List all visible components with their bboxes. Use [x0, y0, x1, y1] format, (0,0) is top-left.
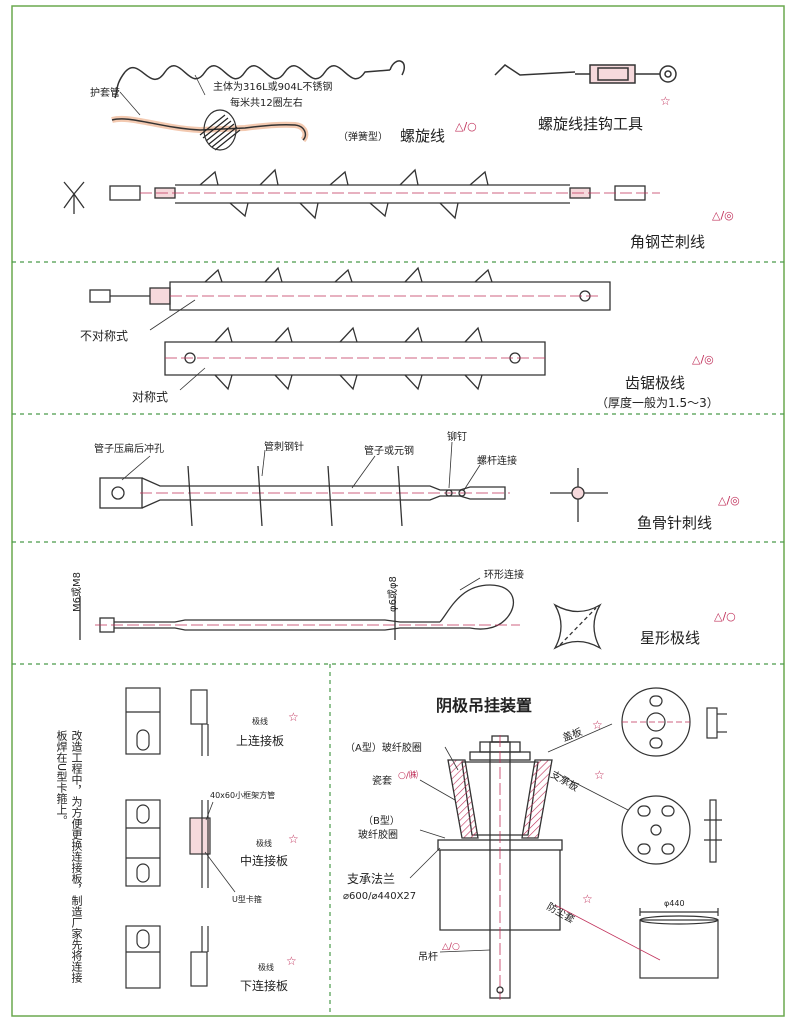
- upper-plate-title: 上连接板: [236, 734, 285, 748]
- upper-plate-tag: 极线: [252, 717, 268, 726]
- pitch-label: 每米共12圈左右: [230, 98, 303, 109]
- porcelain-symbol: ○/㈱: [398, 771, 418, 781]
- star-title: 星形极线: [640, 629, 701, 647]
- rivet-label: 铆钉: [447, 432, 467, 443]
- dust-cover-diameter: φ440: [664, 899, 685, 908]
- sleeve-label: 护套管: [90, 88, 120, 99]
- upper-plate-drawing: [125, 687, 209, 756]
- sawtooth-symbol: △/◎: [692, 353, 714, 366]
- b-ring-label: 玻纤胶圈: [358, 830, 398, 841]
- spiral-wire-drawing: [111, 60, 405, 151]
- middle-plate-title: 中连接板: [240, 854, 289, 868]
- sawtooth-title: 齿锯极线: [625, 374, 686, 392]
- dust-cover-star: ☆: [582, 892, 593, 906]
- spiral-coil: [199, 109, 241, 151]
- middle-plate-drawing: [125, 799, 211, 888]
- b-type-label: （B型）: [363, 816, 400, 827]
- angle-steel-title: 角钢芒刺线: [630, 233, 706, 251]
- symmetric-label: 对称式: [132, 390, 169, 404]
- star-symbol: △/○: [714, 610, 736, 623]
- lower-plate-title: 下连接板: [240, 979, 289, 993]
- a-type-label: （A型）玻纤胶圈: [345, 743, 422, 754]
- sawtooth-note: （厚度一般为1.5～3）: [596, 396, 719, 410]
- frame-label: 40x60小框架方管: [210, 791, 276, 800]
- thread-label: M6或M8: [72, 572, 83, 612]
- rod-symbol: △/○: [442, 942, 460, 952]
- fishbone-cross-section: [550, 468, 608, 522]
- angle-steel-barbed-wire-drawing: [63, 168, 660, 220]
- star-wire-drawing: [79, 584, 602, 650]
- section-dividers: [12, 261, 784, 1016]
- punch-label: 管子压扁后冲孔: [94, 444, 164, 455]
- lower-plate-tag: 极线: [258, 963, 274, 972]
- flange-dims: ⌀600/⌀440X27: [343, 891, 417, 902]
- spiral-symbol: △/○: [455, 120, 477, 133]
- leader-lines: [119, 74, 661, 961]
- diameter-label: φ6或φ8: [388, 576, 399, 612]
- fishbone-title: 鱼骨针刺线: [637, 514, 713, 532]
- angle-steel-symbol: △/◎: [712, 209, 734, 222]
- spiral-type-label: （弹簧型）: [338, 132, 388, 143]
- fishbone-symbol: △/◎: [718, 494, 740, 507]
- spiral-tool-drawing: [494, 64, 677, 84]
- spiral-tool-title: 螺旋线挂钩工具: [538, 115, 644, 133]
- upper-plate-star: ☆: [288, 710, 299, 724]
- needle-label: 管刺钢针: [264, 442, 304, 453]
- clamp-label: U型卡箍: [232, 895, 262, 904]
- plates-note: 改造工程中，为方便更换连接板，制造厂家先将连接板焊在U型卡箍上。: [55, 730, 83, 983]
- middle-plate-star: ☆: [288, 832, 299, 846]
- porcelain-label: 瓷套: [372, 776, 392, 787]
- screw-label: 螺杆连接: [477, 456, 517, 467]
- cover-plate-drawing: [621, 687, 727, 757]
- spiral-tool-star: ☆: [660, 94, 671, 108]
- flange-label: 支承法兰: [347, 872, 396, 886]
- spiral-title: 螺旋线: [400, 127, 446, 145]
- sawtooth-symmetric-drawing: [164, 326, 546, 391]
- support-star: ☆: [594, 768, 605, 782]
- hanger-title: 阴极吊挂装置: [436, 696, 533, 715]
- lower-plate-drawing: [125, 925, 209, 989]
- sawtooth-asymmetric-drawing: [89, 266, 611, 311]
- material-label: 主体为316L或904L不锈钢: [213, 82, 333, 93]
- fishbone-drawing: [99, 465, 608, 527]
- lower-plate-star: ☆: [286, 954, 297, 968]
- middle-plate-tag: 极线: [256, 839, 272, 848]
- outer-frame: [11, 5, 785, 1017]
- asymmetric-label: 不对称式: [80, 329, 129, 343]
- star-cross-section: [553, 603, 602, 650]
- cover-star: ☆: [592, 718, 603, 732]
- tube-label: 管子或元钢: [364, 446, 414, 457]
- hanger-drawing: [437, 735, 563, 1000]
- support-plate-drawing: [621, 795, 722, 865]
- dust-cover-drawing: [639, 908, 719, 979]
- ring-label: 环形连接: [484, 570, 524, 581]
- rod-label: 吊杆: [418, 952, 438, 963]
